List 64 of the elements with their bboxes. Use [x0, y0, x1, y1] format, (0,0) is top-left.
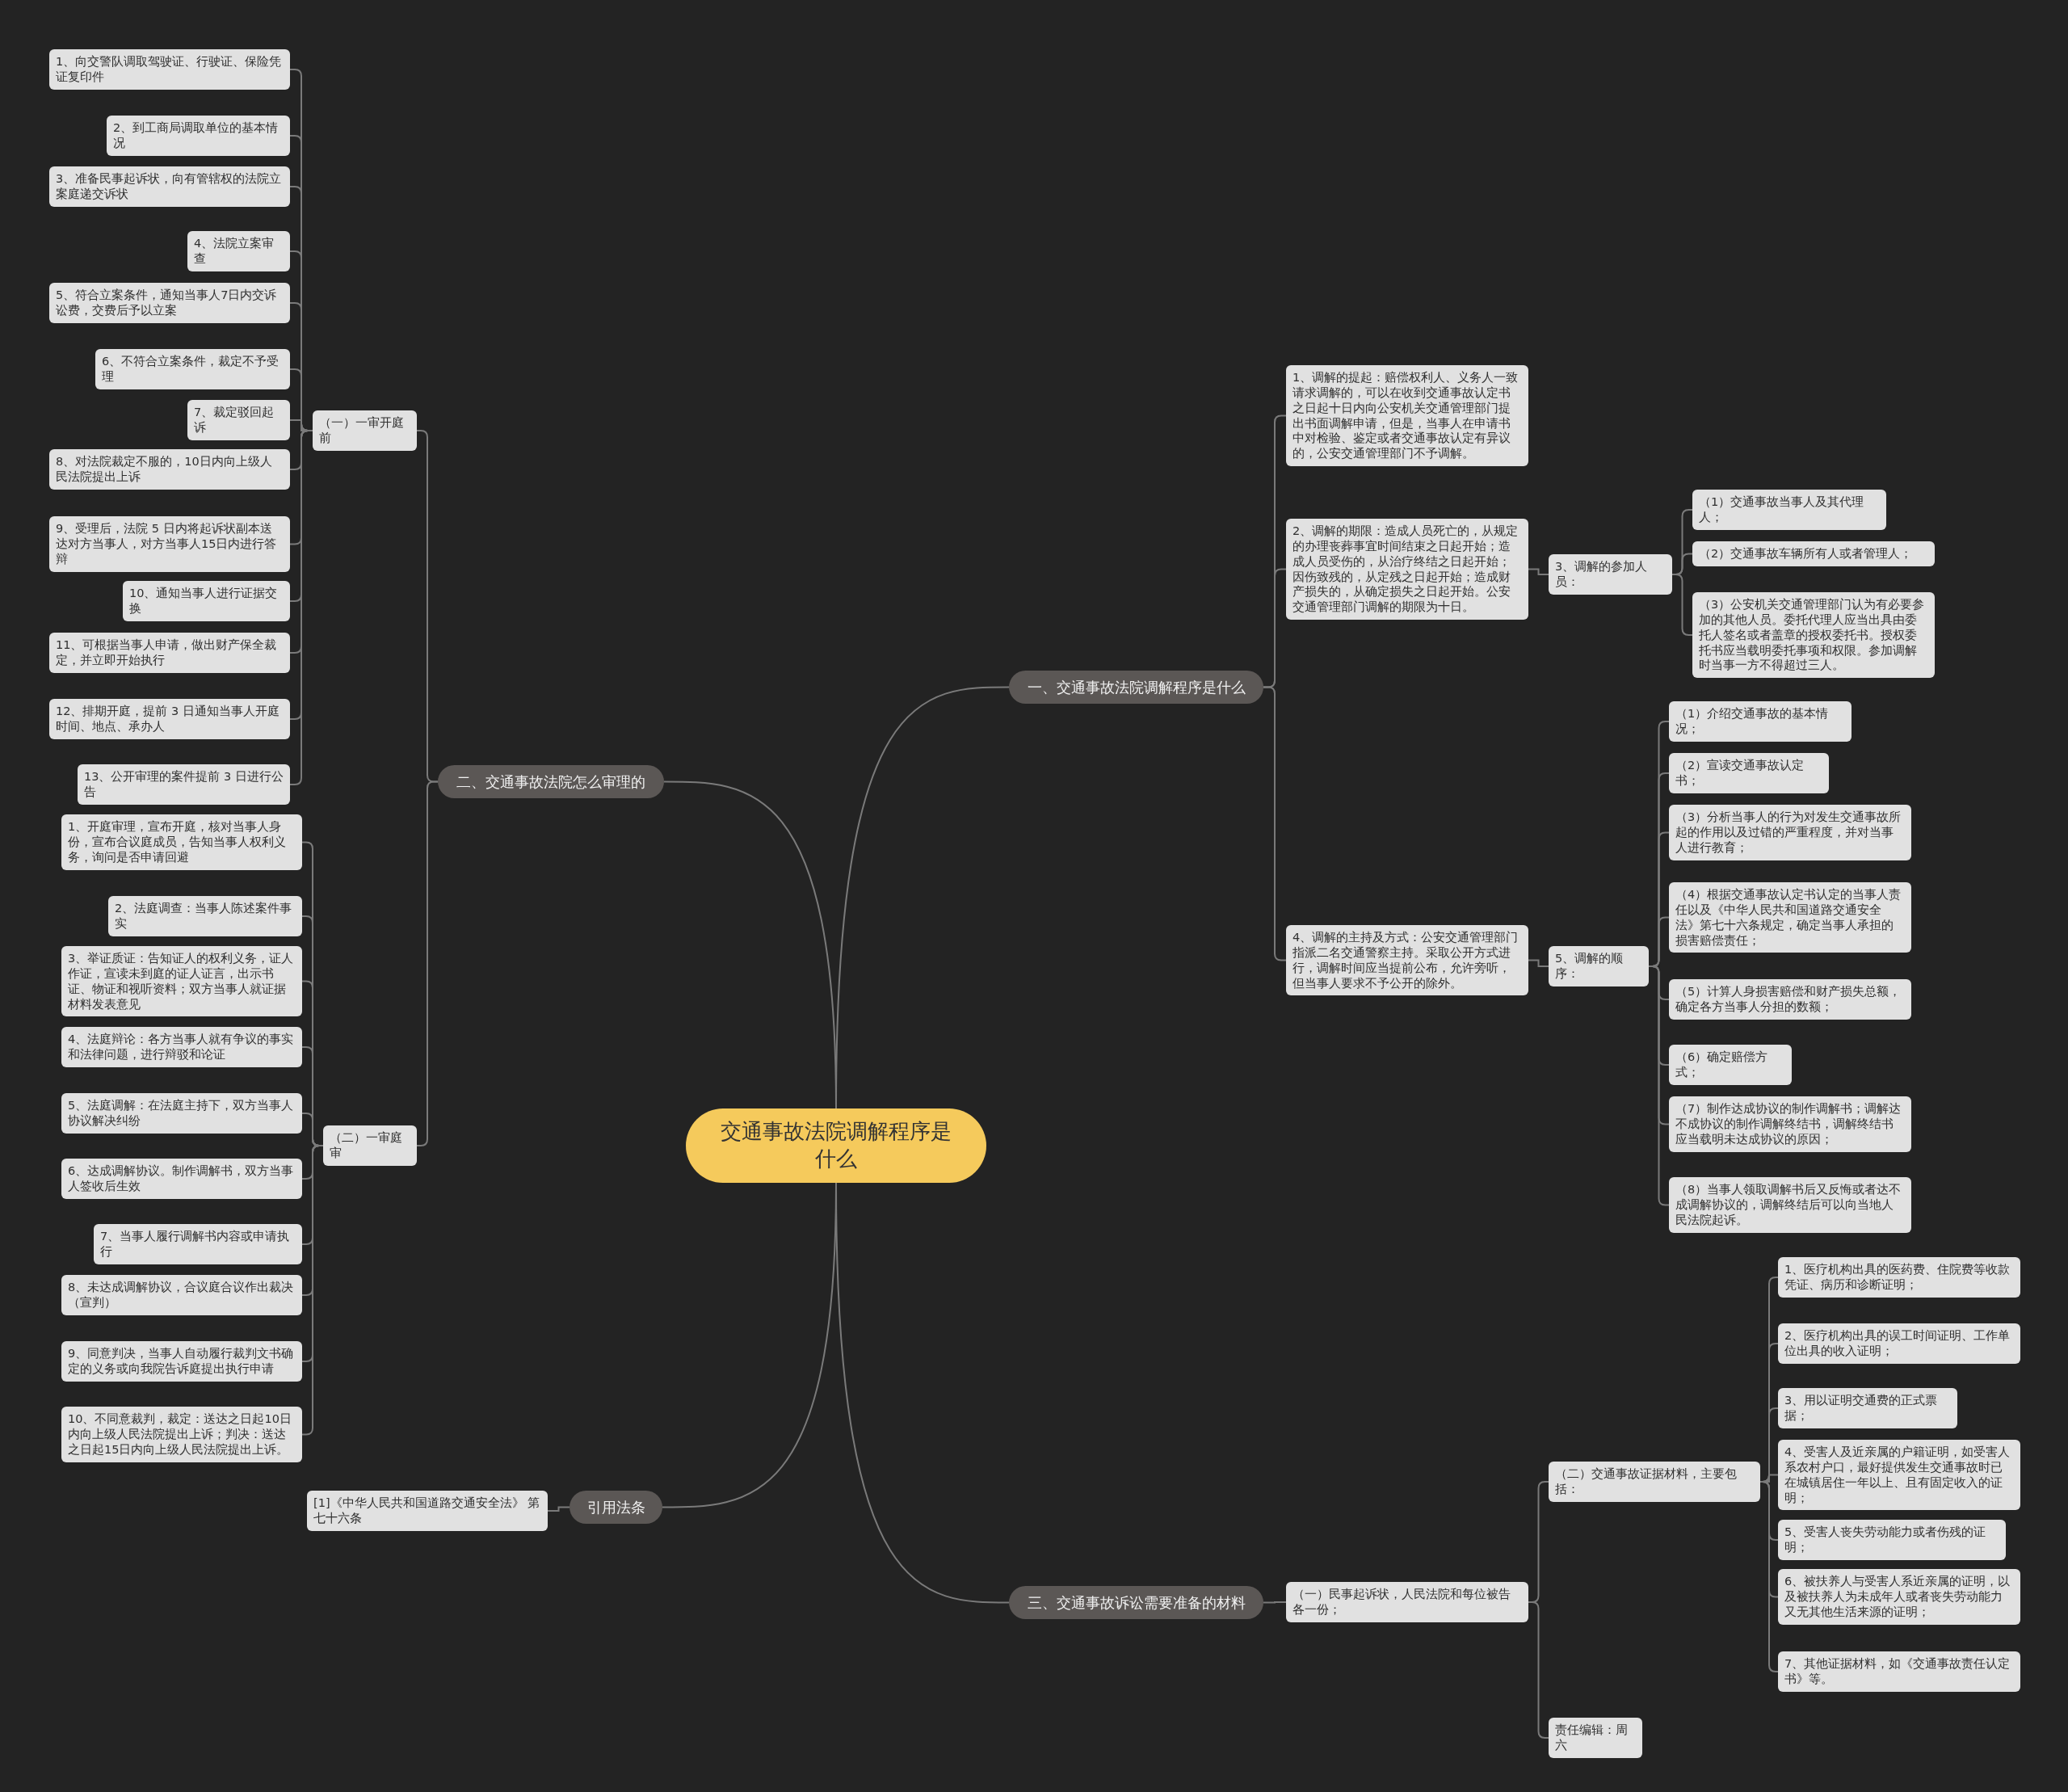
topic-box: 2、医疗机构出具的误工时间证明、工作单位出具的收入证明；: [1778, 1323, 2020, 1364]
topic-box: （4）根据交通事故认定书认定的当事人责任以及《中华人民共和国道路交通安全法》第七十六条规定，确定当事人承担的损害赔偿责任；: [1669, 882, 1911, 953]
topic-box: （6）确定赔偿方式；: [1669, 1045, 1792, 1085]
topic-box: 11、可根据当事人申请，做出财产保全裁定，并立即开始执行: [49, 633, 290, 673]
topic-box: （2）宣读交通事故认定书；: [1669, 753, 1829, 793]
topic-box: 3、举证质证：告知证人的权利义务，证人作证，宣读未到庭的证人证言，出示书证、物证和视听资料；双方当事人就证据材料发表意见: [61, 946, 302, 1017]
connector-line: [1528, 568, 1549, 575]
topic-box: 8、对法院裁定不服的，10日内向上级人民法院提出上诉: [49, 449, 290, 490]
topic-box: 3、准备民事起诉状，向有管辖权的法院立案庭递交诉状: [49, 166, 290, 207]
topic-box: 5、受害人丧失劳动能力或者伤残的证明；: [1778, 1520, 2006, 1560]
topic-box: 7、当事人履行调解书内容或申请执行: [94, 1224, 302, 1264]
connector-line: [1528, 1601, 1549, 1739]
topic-box: 6、被扶养人与受害人系近亲属的证明，以及被扶养人为未成年人或者丧失劳动能力又无其他生活来源的证明；: [1778, 1569, 2020, 1625]
topic-box: 7、裁定驳回起诉: [187, 400, 290, 440]
topic-box: 13、公开审理的案件提前 3 日进行公告: [78, 764, 290, 805]
connector-line: [1528, 959, 1549, 967]
topic-box: （1）介绍交通事故的基本情况；: [1669, 701, 1852, 742]
topic-box: （二）一审庭审: [323, 1125, 417, 1166]
topic-box: 9、受理后，法院 5 日内将起诉状副本送达对方当事人，对方当事人15日内进行答辩: [49, 516, 290, 572]
topic-box: 2、法庭调查：当事人陈述案件事实: [108, 896, 302, 936]
topic-box: 7、其他证据材料，如《交通事故责任认定书》等。: [1778, 1651, 2020, 1692]
topic-box: （2）交通事故车辆所有人或者管理人；: [1692, 541, 1935, 566]
topic-box: 1、向交警队调取驾驶证、行驶证、保险凭证复印件: [49, 49, 290, 90]
topic-box: 12、排期开庭，提前 3 日通知当事人开庭时间、地点、承办人: [49, 699, 290, 739]
topic-box: 1、开庭审理，宣布开庭，核对当事人身份，宣布合议庭成员，告知当事人权利义务，询问是否申请回避: [61, 814, 302, 870]
topic-box: 2、调解的期限：造成人员死亡的，从规定的办理丧葬事宜时间结束之日起开始；造成人员受伤的，从治疗终结之日起开始；因伤致残的，从定残之日起开始；造成财产损失的，从确定损失之日起开始。公安交通管理部门调解的期限为十日。: [1286, 519, 1528, 620]
topic-box: 5、符合立案条件，通知当事人7日内交诉讼费，交费后予以立案: [49, 283, 290, 323]
topic-box: 5、调解的顺序：: [1549, 946, 1649, 986]
topic-box: （一）民事起诉状，人民法院和每位被告各一份；: [1286, 1582, 1528, 1622]
branch-topic: 一、交通事故法院调解程序是什么: [1009, 671, 1263, 705]
topic-box: 1、调解的提起：赔偿权利人、义务人一致请求调解的，可以在收到交通事故认定书之日起十日内向公安机关交通管理部门提出书面调解申请，但是，当事人在申请书中对检验、鉴定或者交通事故认定有异议的，公安交通管理部门不予调解。: [1286, 365, 1528, 467]
topic-box: 3、用以证明交通费的正式票据；: [1778, 1388, 1957, 1428]
branch-topic: 引用法条: [570, 1491, 662, 1525]
topic-box: [1]《中华人民共和国道路交通安全法》 第七十六条: [307, 1491, 548, 1531]
topic-box: 6、达成调解协议。制作调解书，双方当事人签收后生效: [61, 1159, 302, 1199]
topic-box: 10、不同意裁判，裁定：送达之日起10日内向上级人民法院提出上诉；判决：送达之日起15日内向上级人民法院提出上诉。: [61, 1407, 302, 1462]
central-topic: 交通事故法院调解程序是什么: [686, 1108, 986, 1183]
topic-box: （8）当事人领取调解书后又反悔或者达不成调解协议的，调解终结后可以向当地人民法院起诉。: [1669, 1177, 1911, 1233]
topic-box: 2、到工商局调取单位的基本情况: [107, 116, 290, 156]
topic-box: 4、法庭辩论：各方当事人就有争议的事实和法律问题，进行辩驳和论证: [61, 1027, 302, 1067]
topic-box: 9、同意判决，当事人自动履行裁判文书确定的义务或向我院告诉庭提出执行申请: [61, 1341, 302, 1382]
topic-box: 5、法庭调解：在法庭主持下，双方当事人协议解决纠纷: [61, 1093, 302, 1134]
branch-topic: 二、交通事故法院怎么审理的: [438, 765, 664, 799]
topic-box: （1）交通事故当事人及其代理人；: [1692, 490, 1886, 530]
topic-box: 8、未达成调解协议，合议庭合议作出裁决（宣判）: [61, 1275, 302, 1315]
topic-box: （5）计算人身损害赔偿和财产损失总额，确定各方当事人分担的数额；: [1669, 979, 1911, 1020]
topic-box: 4、调解的主持及方式：公安交通管理部门指派二名交通警察主持。采取公开方式进行，调解时间应当提前公布，允许旁听，但当事人要求不予公开的除外。: [1286, 925, 1528, 996]
topic-box: 责任编辑：周六: [1549, 1718, 1642, 1758]
topic-box: 3、调解的参加人员：: [1549, 554, 1672, 595]
topic-box: 1、医疗机构出具的医药费、住院费等收款凭证、病历和诊断证明；: [1778, 1257, 2020, 1298]
branch-topic: 三、交通事故诉讼需要准备的材料: [1009, 1586, 1263, 1620]
connector-line: [547, 1506, 570, 1512]
topic-box: （一）一审开庭前: [313, 410, 417, 451]
connector-line: [301, 1145, 324, 1436]
topic-box: 6、不符合立案条件，裁定不予受理: [95, 349, 290, 389]
topic-box: （二）交通事故证据材料，主要包括：: [1549, 1462, 1760, 1502]
topic-box: （7）制作达成协议的制作调解书；调解达不成协议的制作调解终结书，调解终结书应当载明未达成协议的原因；: [1669, 1096, 1911, 1152]
connector-line: [1671, 574, 1693, 636]
topic-box: 4、法院立案审查: [187, 231, 290, 271]
topic-box: （3）分析当事人的行为对发生交通事故所起的作用以及过错的严重程度，并对当事人进行教育；: [1669, 805, 1911, 860]
topic-box: 4、受害人及近亲属的户籍证明，如受害人系农村户口，最好提供发生交通事故时已在城镇居住一年以上、且有固定收入的证明；: [1778, 1440, 2020, 1511]
topic-box: （3）公安机关交通管理部门认为有必要参加的其他人员。委托代理人应当出具由委托人签名或者盖章的授权委托书。授权委托书应当载明委托事项和权限。参加调解时当事一方不得超过三人。: [1692, 592, 1935, 679]
connector-line: [1263, 1601, 1287, 1604]
topic-box: 10、通知当事人进行证据交换: [123, 581, 290, 621]
